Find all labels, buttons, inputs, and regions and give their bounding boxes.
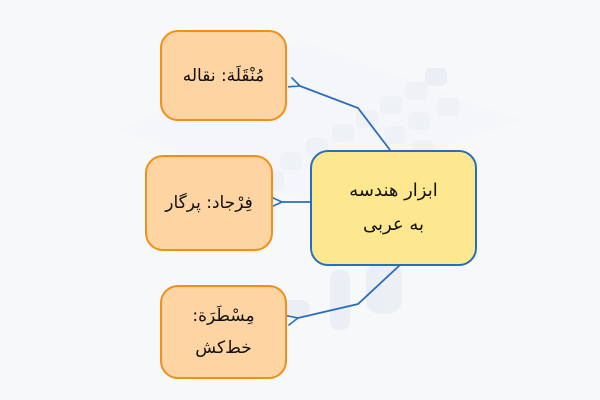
node-compass-label: فِرْجاد: پرگار — [165, 193, 253, 213]
arrow-to-protractor — [287, 76, 391, 151]
node-center-topic: ابزار هندسه به عربی — [310, 150, 477, 266]
center-topic-line1: ابزار هندسه — [349, 180, 438, 201]
node-ruler: مِسْطَرَة: خط‌کش — [160, 285, 287, 379]
node-protractor-label: مُنْقَلَة: نقاله — [182, 65, 265, 86]
node-ruler-label-line2: خط‌کش — [195, 338, 252, 358]
center-topic-line2: به عربی — [362, 214, 425, 235]
node-ruler-label-line1: مِسْطَرَة: — [192, 306, 255, 326]
arrow-to-ruler — [285, 264, 401, 327]
node-protractor: مُنْقَلَة: نقاله — [160, 30, 287, 121]
node-compass: فِرْجاد: پرگار — [145, 155, 273, 251]
